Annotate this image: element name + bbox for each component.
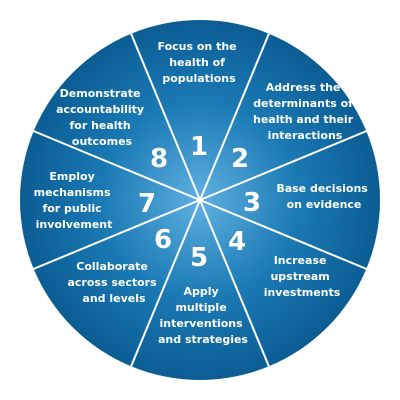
- segment-8-line-4: outcomes: [72, 135, 133, 148]
- segment-2: Address the determinants of health and t…: [231, 81, 357, 174]
- segment-7-number: 7: [138, 189, 156, 219]
- segment-5-line-4: and strategies: [158, 333, 248, 346]
- segment-5-line-2: multiple: [175, 301, 226, 314]
- segment-5-line-3: interventions: [159, 317, 243, 330]
- segment-6-label: Collaborate across sectors and levels: [67, 260, 160, 305]
- segment-7-line-4: involvement: [36, 218, 113, 231]
- segment-1-label: Focus on the health of populations: [158, 40, 241, 85]
- segment-divider: [33, 130, 201, 201]
- segment-6-line-3: and levels: [82, 292, 146, 305]
- segment-7-line-3: for public: [42, 202, 101, 215]
- segment-1-line-3: populations: [162, 72, 236, 85]
- segment-1-line-1: Focus on the: [158, 40, 237, 53]
- segment-8-line-1: Demonstrate: [60, 87, 141, 100]
- segment-divider: [199, 199, 367, 270]
- segment-1-number: 1: [190, 132, 208, 162]
- segment-divider: [130, 33, 201, 201]
- segment-2-line-1: Address the: [266, 81, 341, 94]
- segment-7-line-2: mechanisms: [34, 186, 111, 199]
- segment-divider: [199, 130, 367, 201]
- segment-3-label: Base decisions on evidence: [276, 182, 371, 211]
- segment-2-label: Address the determinants of health and t…: [253, 81, 357, 142]
- segment-5-line-1: Apply: [183, 285, 218, 298]
- segment-5-number: 5: [190, 243, 208, 273]
- segment-6-line-1: Collaborate: [76, 260, 148, 273]
- segment-3-line-1: Base decisions: [276, 182, 368, 195]
- segment-7-line-1: Employ: [49, 170, 94, 183]
- segment-4-line-2: upstream: [270, 270, 329, 283]
- segment-3: Base decisions on evidence 3: [243, 182, 371, 218]
- segment-2-line-2: determinants of: [253, 97, 353, 110]
- segment-3-line-2: on evidence: [287, 198, 362, 211]
- segment-6-number: 6: [154, 225, 172, 255]
- segment-divider: [199, 33, 270, 201]
- segment-4: Increase upstream investments 4: [228, 227, 341, 299]
- segment-8-line-2: accountability: [56, 103, 144, 116]
- segment-1: Focus on the health of populations 1: [158, 40, 241, 162]
- segment-4-line-3: investments: [264, 286, 341, 299]
- segment-7: Employ mechanisms for public involvement…: [34, 170, 156, 231]
- segment-divider: [130, 199, 201, 367]
- segment-3-number: 3: [243, 188, 261, 218]
- segment-dividers: [33, 33, 367, 367]
- segment-8-number: 8: [150, 144, 168, 174]
- segment-6: Collaborate across sectors and levels 6: [67, 225, 172, 305]
- segment-8-label: Demonstrate accountability for health ou…: [56, 87, 148, 148]
- segment-7-label: Employ mechanisms for public involvement: [34, 170, 115, 231]
- segment-4-label: Increase upstream investments: [264, 254, 341, 299]
- segment-2-line-4: interactions: [268, 129, 343, 142]
- segment-divider: [33, 199, 201, 270]
- segment-5: Apply multiple interventions and strateg…: [158, 243, 248, 346]
- segment-1-line-2: health of: [169, 56, 225, 69]
- segment-2-number: 2: [231, 144, 249, 174]
- segment-6-line-2: across sectors: [67, 276, 157, 289]
- segment-8: Demonstrate accountability for health ou…: [56, 87, 168, 174]
- segment-2-line-3: health and their: [253, 113, 354, 126]
- segment-divider: [199, 199, 270, 367]
- segment-4-line-1: Increase: [274, 254, 327, 267]
- segment-8-line-3: for health: [69, 119, 130, 132]
- segment-5-label: Apply multiple interventions and strateg…: [158, 285, 248, 346]
- segment-4-number: 4: [228, 227, 246, 257]
